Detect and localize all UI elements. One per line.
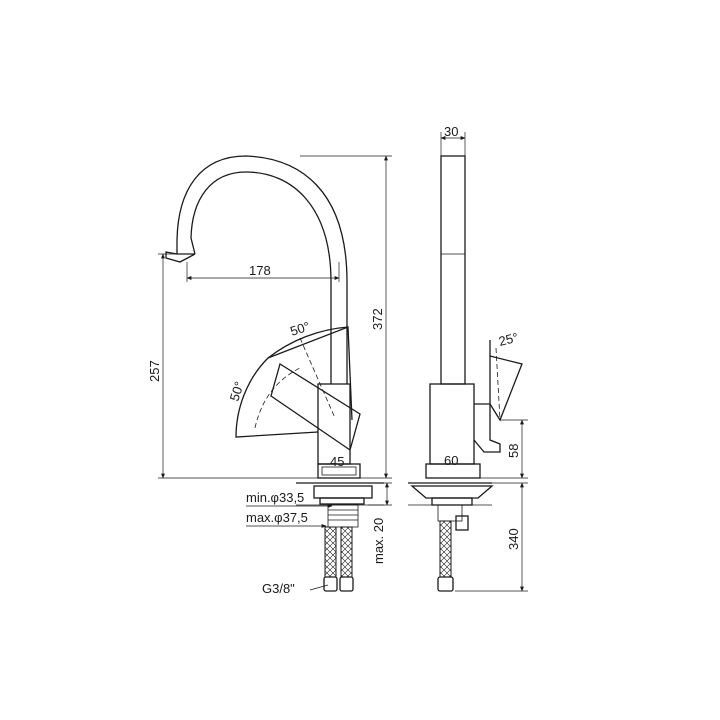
side-hose-fitting [437,576,454,592]
side-lever [473,403,501,453]
threaded-rod [327,504,359,528]
spout-outer [176,155,348,384]
spout-tip [165,251,196,263]
dim-spout-reach: 178 [249,263,271,278]
side-nut [431,497,473,506]
lever-range-dash-1 [299,337,336,419]
body [317,383,351,465]
hole-min-label: min.φ33,5 [246,490,304,505]
connection-label: G3/8" [262,581,295,596]
side-rod [437,504,463,522]
hose-left [324,526,337,578]
hose-right-fitting [339,576,354,592]
deck-washer [313,485,373,499]
dim-body-depth: 60 [444,453,458,468]
lever-range-arc-outer [267,326,349,359]
hole-max-label: max.φ37,5 [246,510,308,525]
dim-total-height: 372 [370,308,385,330]
lever-range-wedge-left [235,357,319,438]
lever [270,362,361,452]
deck-thickness-label: max. 20 [371,518,386,564]
dim-lever-height: 58 [506,444,521,458]
dim-body-width: 45 [330,454,344,469]
spout-inner [190,171,332,384]
deck-nut [319,497,365,505]
side-valve [455,515,469,531]
side-hose [439,520,452,578]
dim-outlet-height: 257 [147,360,162,382]
lever-range-wedge-top [267,326,353,421]
front-view: 178 257 372 50° 50° 45 [147,155,392,592]
angle-left-label: 50° [227,380,247,403]
side-body [429,383,475,465]
installation-annotations: min.φ33,5 max.φ37,5 max. 20 G3/8" [246,482,392,596]
side-lever-wedge [489,355,523,422]
side-base-flange [425,463,481,479]
base-flange [317,463,361,479]
side-spout [440,155,466,385]
angle-top-label: 50° [288,319,311,339]
lever-range-dash-2 [254,367,301,429]
hose-left-fitting [323,576,338,592]
hose-right [340,526,353,578]
dim-hose-length: 340 [506,528,521,550]
dim-spout-width: 30 [444,124,458,139]
side-washer [410,485,494,499]
side-view: 30 25° 60 58 340 [408,124,528,592]
side-angle-label: 25° [497,330,520,349]
base-ring [321,466,357,476]
